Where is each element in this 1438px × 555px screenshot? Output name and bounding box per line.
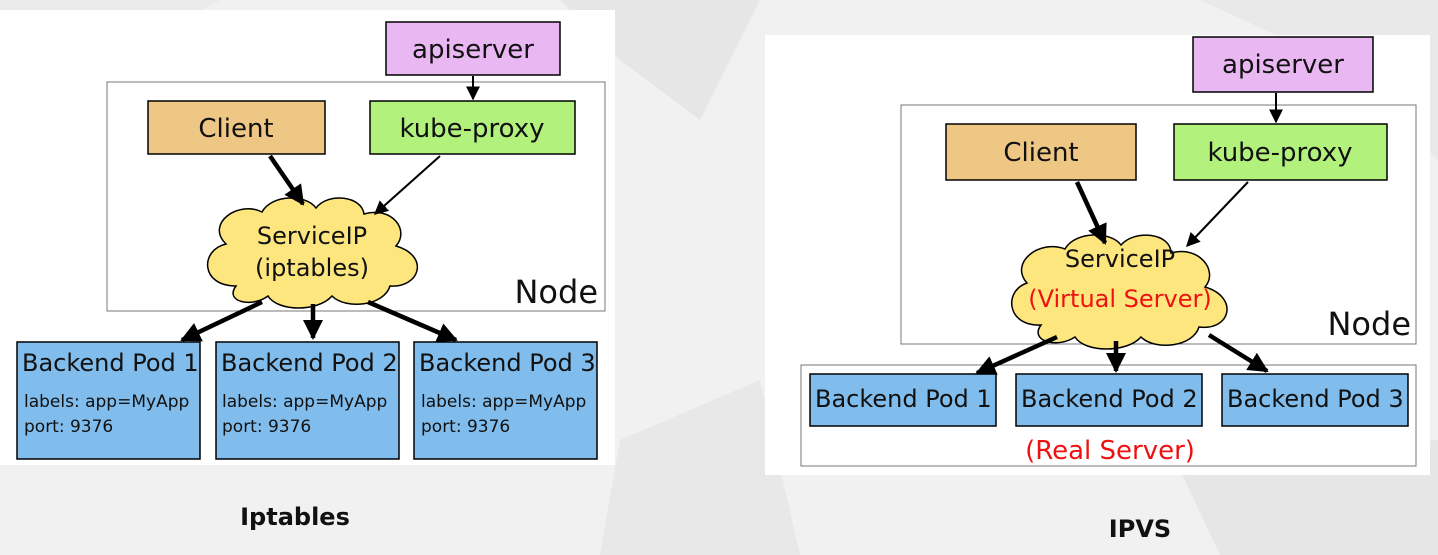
backend-pod-3: Backend Pod 3 (1221, 373, 1409, 427)
kube-proxy-to-serviceip-arrow (1186, 181, 1249, 248)
serviceip-label: ServiceIP (1065, 245, 1175, 273)
pod-labels: labels: app=MyApp (421, 392, 586, 412)
serviceip-cloud (1011, 234, 1228, 350)
client-to-serviceip-arrow (268, 154, 305, 206)
kube-proxy-box: kube-proxy (1173, 123, 1388, 181)
apiserver-box: apiserver (385, 21, 561, 76)
client-to-serviceip-arrow (1074, 181, 1108, 245)
kube-proxy-label: kube-proxy (399, 114, 544, 144)
pod-title: Backend Pod 1 (22, 349, 199, 377)
serviceip-cloud (207, 197, 418, 309)
node-label: Node (1327, 305, 1411, 343)
client-box: Client (147, 100, 326, 155)
pod-title: Backend Pod 3 (419, 349, 596, 377)
kube-proxy-to-serviceip-arrow (373, 155, 441, 215)
kube-proxy-box: kube-proxy (369, 100, 576, 155)
pod-title: Backend Pod 3 (1227, 385, 1404, 413)
iptables-diagram: Node apiserver Client kube-proxy Service… (0, 10, 615, 465)
backend-pod-1: Backend Pod 1 labels: app=MyApp port: 93… (16, 341, 201, 460)
pod-labels: labels: app=MyApp (24, 392, 189, 412)
backend-pod-2: Backend Pod 2 (1015, 373, 1203, 427)
backend-pod-3: Backend Pod 3 labels: app=MyApp port: 93… (413, 341, 598, 460)
serviceip-to-pod3-arrow (1207, 333, 1269, 373)
kube-proxy-label: kube-proxy (1207, 138, 1352, 168)
serviceip-to-pod1-arrow (180, 299, 263, 343)
pod-port: port: 9376 (222, 417, 311, 437)
pod-labels: labels: app=MyApp (222, 392, 387, 412)
serviceip-mode-label: (iptables) (255, 254, 369, 282)
ipvs-caption: IPVS (1108, 515, 1172, 543)
apiserver-label: apiserver (1222, 50, 1344, 80)
pod-title: Backend Pod 2 (221, 349, 398, 377)
real-server-label: (Real Server) (1025, 436, 1195, 466)
client-label: Client (1003, 138, 1078, 168)
client-label: Client (198, 114, 273, 144)
backend-pod-2: Backend Pod 2 labels: app=MyApp port: 93… (215, 341, 400, 460)
serviceip-to-pod1-arrow (975, 334, 1058, 376)
ipvs-diagram: Node (Real Server) apiserver Client kube… (765, 35, 1430, 475)
serviceip-label: ServiceIP (257, 222, 367, 250)
apiserver-label: apiserver (412, 35, 534, 65)
pod-port: port: 9376 (24, 417, 113, 437)
serviceip-mode-label: (Virtual Server) (1028, 285, 1211, 313)
serviceip-to-pod3-arrow (367, 299, 458, 343)
node-label: Node (514, 273, 598, 311)
iptables-caption: Iptables (240, 503, 350, 531)
backend-pod-1: Backend Pod 1 (809, 373, 997, 427)
pod-port: port: 9376 (421, 417, 510, 437)
client-box: Client (945, 123, 1137, 181)
pod-title: Backend Pod 2 (1021, 385, 1198, 413)
apiserver-box: apiserver (1192, 36, 1374, 93)
pod-title: Backend Pod 1 (815, 385, 992, 413)
